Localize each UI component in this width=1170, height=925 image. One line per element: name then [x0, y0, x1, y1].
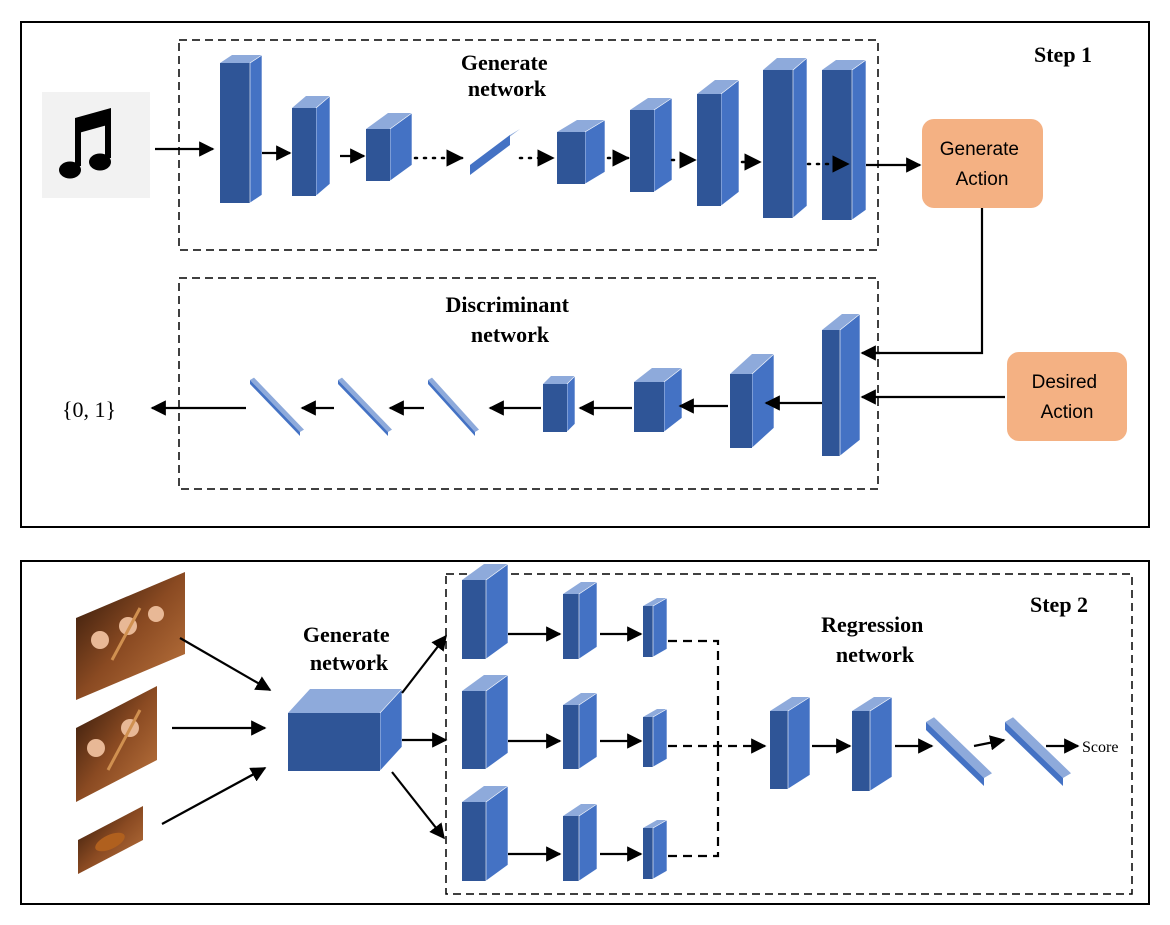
- desired-action-label: Desired Action: [1032, 372, 1103, 423]
- desired-action-node: Desired Action: [1007, 352, 1127, 441]
- dis-layer-6: [338, 377, 392, 436]
- gen-layer-3: [366, 112, 413, 182]
- step1-label: Step 1: [1034, 42, 1092, 67]
- branch3-layer-1: [462, 785, 509, 882]
- gen-layer-1: [220, 54, 263, 204]
- regression-layer-4: [1005, 717, 1071, 786]
- branch2-layer-3: [643, 708, 668, 768]
- step2-connectors: [161, 626, 1080, 862]
- generate-action-label: Generate Action: [940, 139, 1025, 190]
- music-note-icon: [42, 92, 150, 198]
- regression-layer-2: [852, 696, 893, 792]
- branch2-layer-1: [462, 674, 509, 770]
- branch2-layer-2: [563, 692, 598, 770]
- dis-layer-3: [634, 367, 683, 433]
- branch3-layer-3: [643, 819, 668, 880]
- gen-layer-7: [697, 79, 740, 207]
- discriminant-network-label: Discriminant network: [446, 292, 575, 347]
- regression-network-label: Regression network: [821, 612, 929, 667]
- branch1-layer-1: [462, 563, 509, 660]
- gen-layer-5: [557, 119, 606, 185]
- arrow-gen-to-branch1: [401, 634, 447, 694]
- generate-network-connectors: [155, 141, 984, 361]
- gen-layer-8: [763, 57, 808, 219]
- discriminant-network-layers: [250, 313, 861, 457]
- gen-layer-9: [822, 59, 867, 221]
- generate-network-layers: [220, 54, 867, 221]
- dis-layer-1: [822, 313, 861, 457]
- step2-panel: [20, 560, 1150, 905]
- dis-layer-7: [250, 377, 304, 436]
- arrow-photo1-to-gen: [179, 637, 272, 691]
- dis-layer-4: [543, 375, 576, 433]
- input-photo-3: [78, 806, 143, 874]
- score-label: Score: [1082, 739, 1118, 756]
- input-photo-1: [76, 572, 185, 700]
- arrow-photo3-to-gen: [161, 767, 267, 825]
- generate-network-label: Generate network: [461, 50, 553, 101]
- step2-layers: [288, 563, 1071, 882]
- gen-layer-4: [470, 129, 520, 175]
- step1-panel: [20, 21, 1150, 528]
- discriminator-output-label: {0, 1}: [62, 397, 116, 422]
- discriminant-network-connectors: [150, 389, 1005, 416]
- dashed-merge-top: [668, 639, 720, 746]
- dis-layer-5: [428, 377, 479, 436]
- step2-generate-network-label: Generate network: [303, 622, 395, 675]
- dashed-merge-bottom: [668, 746, 720, 858]
- branch1-layer-3: [643, 597, 668, 658]
- branch3-layer-2: [563, 803, 598, 882]
- gen-layer-2: [292, 95, 331, 197]
- arrow-gen-to-branch3: [391, 771, 445, 840]
- arrow-reg-3-4: [973, 735, 1006, 751]
- branch1-layer-2: [563, 581, 598, 660]
- line-action-down: [865, 208, 984, 355]
- step2-label: Step 2: [1030, 592, 1088, 617]
- gen-layer-6: [630, 97, 673, 193]
- generate-action-node: Generate Action: [922, 119, 1043, 208]
- regression-layer-3: [926, 717, 992, 786]
- regression-layer-1: [770, 696, 811, 790]
- input-photo-2: [76, 686, 157, 802]
- dis-layer-2: [730, 353, 775, 449]
- step2-generate-block: [288, 688, 403, 772]
